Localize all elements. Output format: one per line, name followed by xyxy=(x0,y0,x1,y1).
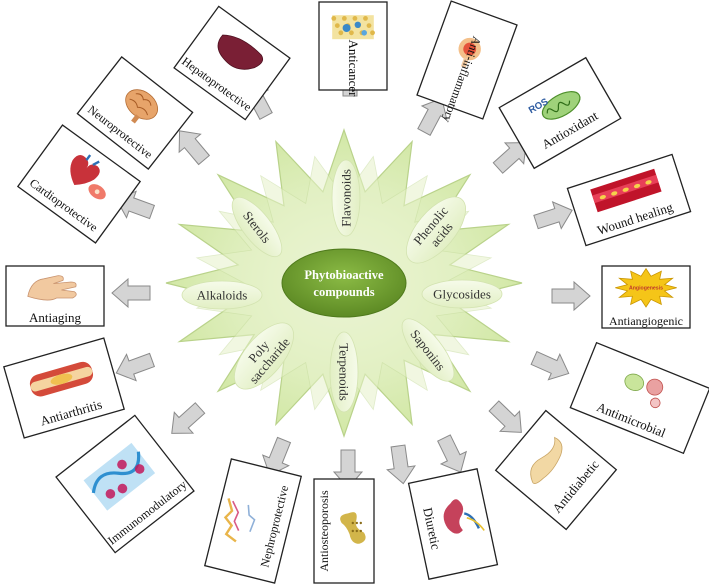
arrow xyxy=(386,444,416,485)
hand-icon xyxy=(27,275,77,301)
card-icon-wrap xyxy=(443,499,485,534)
petal-label: Terpenoids xyxy=(337,343,352,401)
petal-terpenoids: Terpenoids xyxy=(329,331,359,413)
petal-alkaloids: Alkaloids xyxy=(181,280,263,310)
angiogenesis-text: Angiogenesis xyxy=(629,285,663,291)
card-icon-wrap xyxy=(458,37,481,68)
arrow xyxy=(551,280,591,312)
card-diuretic: Diuretic xyxy=(407,468,499,580)
card-antiinflammatory: Anti-inflammatory xyxy=(416,0,518,124)
card-icon-wrap xyxy=(27,275,77,301)
center-node: Phytobioactive compounds xyxy=(281,248,407,318)
nephron-icon xyxy=(223,498,237,543)
card-icon-wrap xyxy=(331,15,375,40)
arrow xyxy=(417,97,448,136)
arrow xyxy=(261,436,292,476)
arrow xyxy=(530,350,570,381)
brain-icon xyxy=(125,89,159,120)
card-woundhealing: Wound healing xyxy=(566,153,692,247)
arrows-layer xyxy=(111,57,591,489)
heart-icon xyxy=(70,155,100,186)
card-immunomodulatory: Immunomodulatory xyxy=(55,414,195,554)
petal-bubble xyxy=(234,322,294,390)
kidney-icon xyxy=(443,499,464,534)
card-antimicrobial: Antimicrobial xyxy=(569,341,709,455)
petal-bubble xyxy=(231,196,283,258)
card-frame xyxy=(313,478,375,584)
card-label: Antiaging xyxy=(29,310,81,325)
card-nephroprotective: Nephroprotective xyxy=(203,458,303,584)
arrow xyxy=(533,200,573,230)
card-icon-wrap xyxy=(530,436,563,484)
card-frame xyxy=(569,341,709,455)
card-icon-wrap xyxy=(83,442,156,511)
arrow xyxy=(488,400,522,433)
card-icon-wrap xyxy=(217,34,264,70)
card-antiosteoporosis: Antiosteoporosis xyxy=(313,478,375,584)
card-antiaging: Antiaging xyxy=(5,265,105,327)
card-icon-wrap xyxy=(624,373,664,409)
card-hepatoprotective: Hepatoprotective xyxy=(173,5,291,121)
pancreas-icon xyxy=(530,436,563,484)
arrow xyxy=(178,130,211,166)
petal-bubble xyxy=(421,279,503,309)
card-antiarthritis: Antiarthritis xyxy=(3,337,125,439)
petal-label: Flavonoids xyxy=(339,169,354,227)
petal-glycosides: Glycosides xyxy=(421,279,503,309)
petal-label: Alkaloids xyxy=(197,288,248,303)
card-icon-wrap xyxy=(223,498,256,543)
arrow xyxy=(171,402,206,434)
arrow xyxy=(115,352,156,382)
card-icon-wrap xyxy=(590,168,662,213)
card-anticancer: Anticancer xyxy=(318,1,388,97)
card-label: Antiangiogenic xyxy=(609,314,683,328)
petal-flavonoids: Flavonoids xyxy=(331,159,361,237)
card-antidiabetic: Antidiabetic xyxy=(494,409,618,531)
center-label-line2: compounds xyxy=(313,285,374,299)
center-label-line1: Phytobioactive xyxy=(304,268,384,282)
card-icon-wrap xyxy=(340,512,366,544)
card-icon-wrap: Angiogenesis xyxy=(615,267,677,308)
arrow xyxy=(437,434,467,473)
arrow xyxy=(111,277,151,309)
center-ellipse xyxy=(281,248,407,318)
petal-bubble xyxy=(181,280,263,310)
ros-mitochondria-icon xyxy=(541,91,581,120)
bone-icon xyxy=(340,512,366,544)
card-icon-wrap xyxy=(125,89,159,124)
petal-bubble xyxy=(331,159,361,237)
petal-bubble xyxy=(401,318,455,382)
card-label: Antiosteoporosis xyxy=(317,490,331,572)
petal-label: Glycosides xyxy=(433,287,491,302)
angiogenesis-burst-icon xyxy=(615,267,677,308)
liver-icon xyxy=(217,34,264,70)
card-frame xyxy=(494,409,618,531)
card-label: Anticancer xyxy=(346,39,361,97)
card-icon-wrap xyxy=(29,361,94,397)
petal-bubble xyxy=(406,196,466,264)
petal-bubble xyxy=(329,331,359,413)
card-icon-wrap xyxy=(70,154,106,200)
microbes-icon xyxy=(624,373,645,391)
card-frame xyxy=(203,458,303,584)
